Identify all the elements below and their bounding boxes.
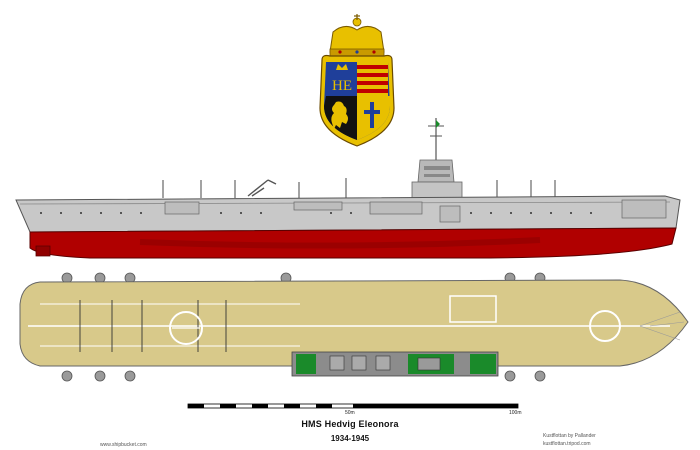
royal-crown-icon — [329, 14, 385, 57]
deck-elevator — [449, 295, 497, 323]
site-credit[interactable]: www.shipbucket.com — [100, 442, 147, 448]
elevator-marking-forward — [589, 310, 621, 342]
side-profile-view — [15, 118, 681, 259]
elevator-marking — [169, 311, 203, 345]
coat-of-arms-emblem: HE — [319, 14, 395, 147]
scale-bar — [187, 403, 519, 409]
scale-mid-label: 50m — [345, 410, 355, 416]
author-credit-line2[interactable]: kustflottan.tripod.com — [543, 441, 591, 447]
cross-icon — [364, 102, 380, 128]
crane — [247, 179, 277, 197]
lion-icon — [331, 101, 348, 129]
top-plan-view — [19, 272, 689, 382]
small-crown-icon — [336, 64, 348, 70]
red-gold-stripes — [357, 62, 388, 96]
scale-end-label: 100m — [509, 410, 522, 416]
author-credit: Kustflottan by Pallander kustflottan.tri… — [543, 432, 596, 448]
island-plan — [291, 351, 499, 377]
emblem-monogram: HE — [332, 78, 352, 94]
service-years: 1934-1945 — [330, 434, 370, 443]
island-superstructure — [411, 118, 463, 199]
ship-name-title: HMS Hedvig Eleonora — [301, 419, 399, 429]
author-credit-line1: Kustflottan by Pallander — [543, 433, 596, 439]
